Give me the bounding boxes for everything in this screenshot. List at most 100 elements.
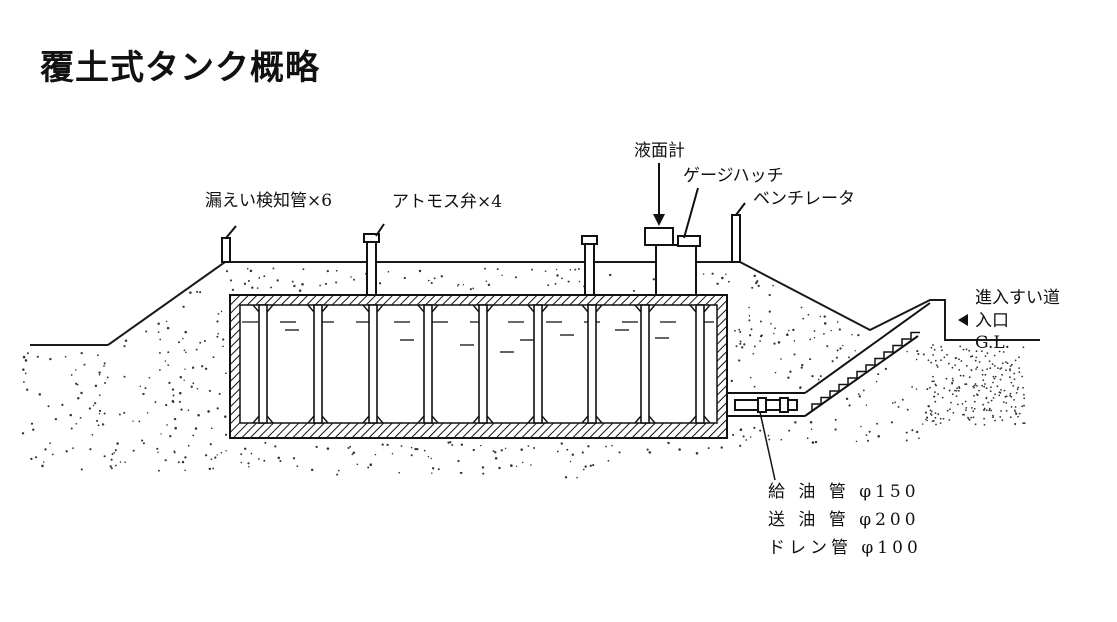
- soil-dot: [347, 447, 350, 449]
- soil-dot: [802, 317, 805, 320]
- soil-dot: [929, 409, 932, 412]
- soil-dot: [326, 269, 329, 273]
- soil-dot: [794, 421, 797, 424]
- soil-dot: [618, 451, 621, 454]
- soil-dot: [753, 345, 756, 348]
- soil-dot: [800, 306, 803, 309]
- soil-dot: [739, 342, 742, 345]
- soil-dot: [65, 450, 68, 453]
- soil-dot: [447, 441, 450, 444]
- soil-dot: [1014, 422, 1017, 425]
- soil-dot: [894, 401, 896, 404]
- soil-dot: [530, 464, 532, 466]
- soil-dot: [753, 426, 756, 429]
- soil-dot: [80, 351, 83, 355]
- soil-dot: [993, 377, 996, 380]
- soil-dot: [374, 453, 377, 456]
- soil-dot: [1013, 372, 1016, 375]
- soil-dot: [24, 372, 27, 375]
- soil-dot: [114, 449, 117, 452]
- soil-dot: [64, 355, 67, 358]
- soil-dot: [809, 420, 813, 424]
- soil-dot: [960, 360, 963, 362]
- soil-dot: [171, 388, 175, 391]
- column-haunch: [486, 304, 494, 313]
- soil-dot: [349, 445, 352, 448]
- soil-dot: [171, 399, 175, 403]
- soil-dot: [94, 402, 97, 405]
- column-haunch: [486, 415, 494, 424]
- soil-dot: [556, 450, 559, 453]
- soil-dot: [773, 342, 776, 345]
- soil-dot: [962, 348, 965, 351]
- soil-dot: [587, 445, 590, 448]
- soil-dot: [777, 341, 781, 344]
- soil-dot: [96, 354, 99, 357]
- soil-dot: [999, 368, 1002, 370]
- soil-dot: [418, 269, 422, 273]
- soil-dot: [243, 447, 247, 451]
- soil-dot: [482, 472, 485, 475]
- soil-dot: [823, 333, 825, 335]
- soil-dot: [978, 389, 980, 392]
- soil-dot: [983, 409, 986, 411]
- soil-dot: [30, 457, 33, 461]
- soil-dot: [430, 457, 432, 460]
- soil-dot: [973, 394, 975, 397]
- soil-dot: [967, 418, 970, 420]
- soil-dot: [972, 410, 975, 413]
- soil-dot: [49, 357, 52, 361]
- soil-dot: [911, 386, 913, 388]
- soil-dot: [160, 433, 162, 435]
- soil-dot: [906, 408, 909, 411]
- soil-dot: [556, 274, 559, 277]
- soil-dot: [216, 454, 218, 456]
- soil-dot: [51, 453, 54, 456]
- soil-dot: [848, 356, 850, 359]
- column-haunch: [431, 304, 439, 313]
- soil-dot: [83, 363, 86, 366]
- soil-dot: [750, 328, 753, 331]
- soil-dot: [971, 407, 973, 409]
- soil-dot: [959, 374, 962, 377]
- soil-dot: [118, 413, 121, 416]
- soil-dot: [440, 275, 443, 278]
- soil-dot: [974, 423, 977, 426]
- soil-dot: [204, 367, 208, 371]
- soil-dot: [1014, 359, 1017, 362]
- soil-dot: [851, 334, 853, 336]
- soil-dot: [738, 359, 741, 362]
- soil-dot: [369, 463, 373, 466]
- soil-dot: [931, 420, 934, 423]
- soil-dot: [733, 329, 736, 332]
- soil-dot: [247, 280, 250, 282]
- soil-dot: [974, 383, 977, 385]
- soil-dot: [814, 440, 818, 444]
- soil-dot: [975, 356, 978, 359]
- soil-dot: [971, 355, 974, 358]
- soil-dot: [857, 393, 860, 395]
- soil-dot: [956, 387, 958, 389]
- soil-dot: [225, 450, 227, 452]
- soil-dot: [735, 345, 738, 348]
- soil-dot: [915, 388, 918, 390]
- soil-dot: [246, 267, 249, 270]
- soil-dot: [169, 435, 172, 438]
- soil-dot: [167, 351, 170, 354]
- soil-dot: [924, 411, 928, 414]
- soil-dot: [958, 390, 960, 392]
- soil-dot: [561, 277, 563, 280]
- soil-dot: [387, 271, 390, 273]
- soil-dot: [581, 451, 584, 454]
- leak-detection-pipe: [221, 225, 237, 263]
- soil-dot: [22, 381, 25, 383]
- soil-dot: [930, 361, 933, 364]
- soil-dot: [839, 347, 842, 350]
- pipe-tunnel: [727, 392, 805, 417]
- soil-dot: [36, 355, 39, 358]
- column-haunch: [595, 415, 603, 424]
- soil-dot: [69, 414, 72, 417]
- soil-dot: [410, 446, 413, 449]
- soil-dot: [925, 418, 927, 421]
- soil-dot: [520, 448, 523, 451]
